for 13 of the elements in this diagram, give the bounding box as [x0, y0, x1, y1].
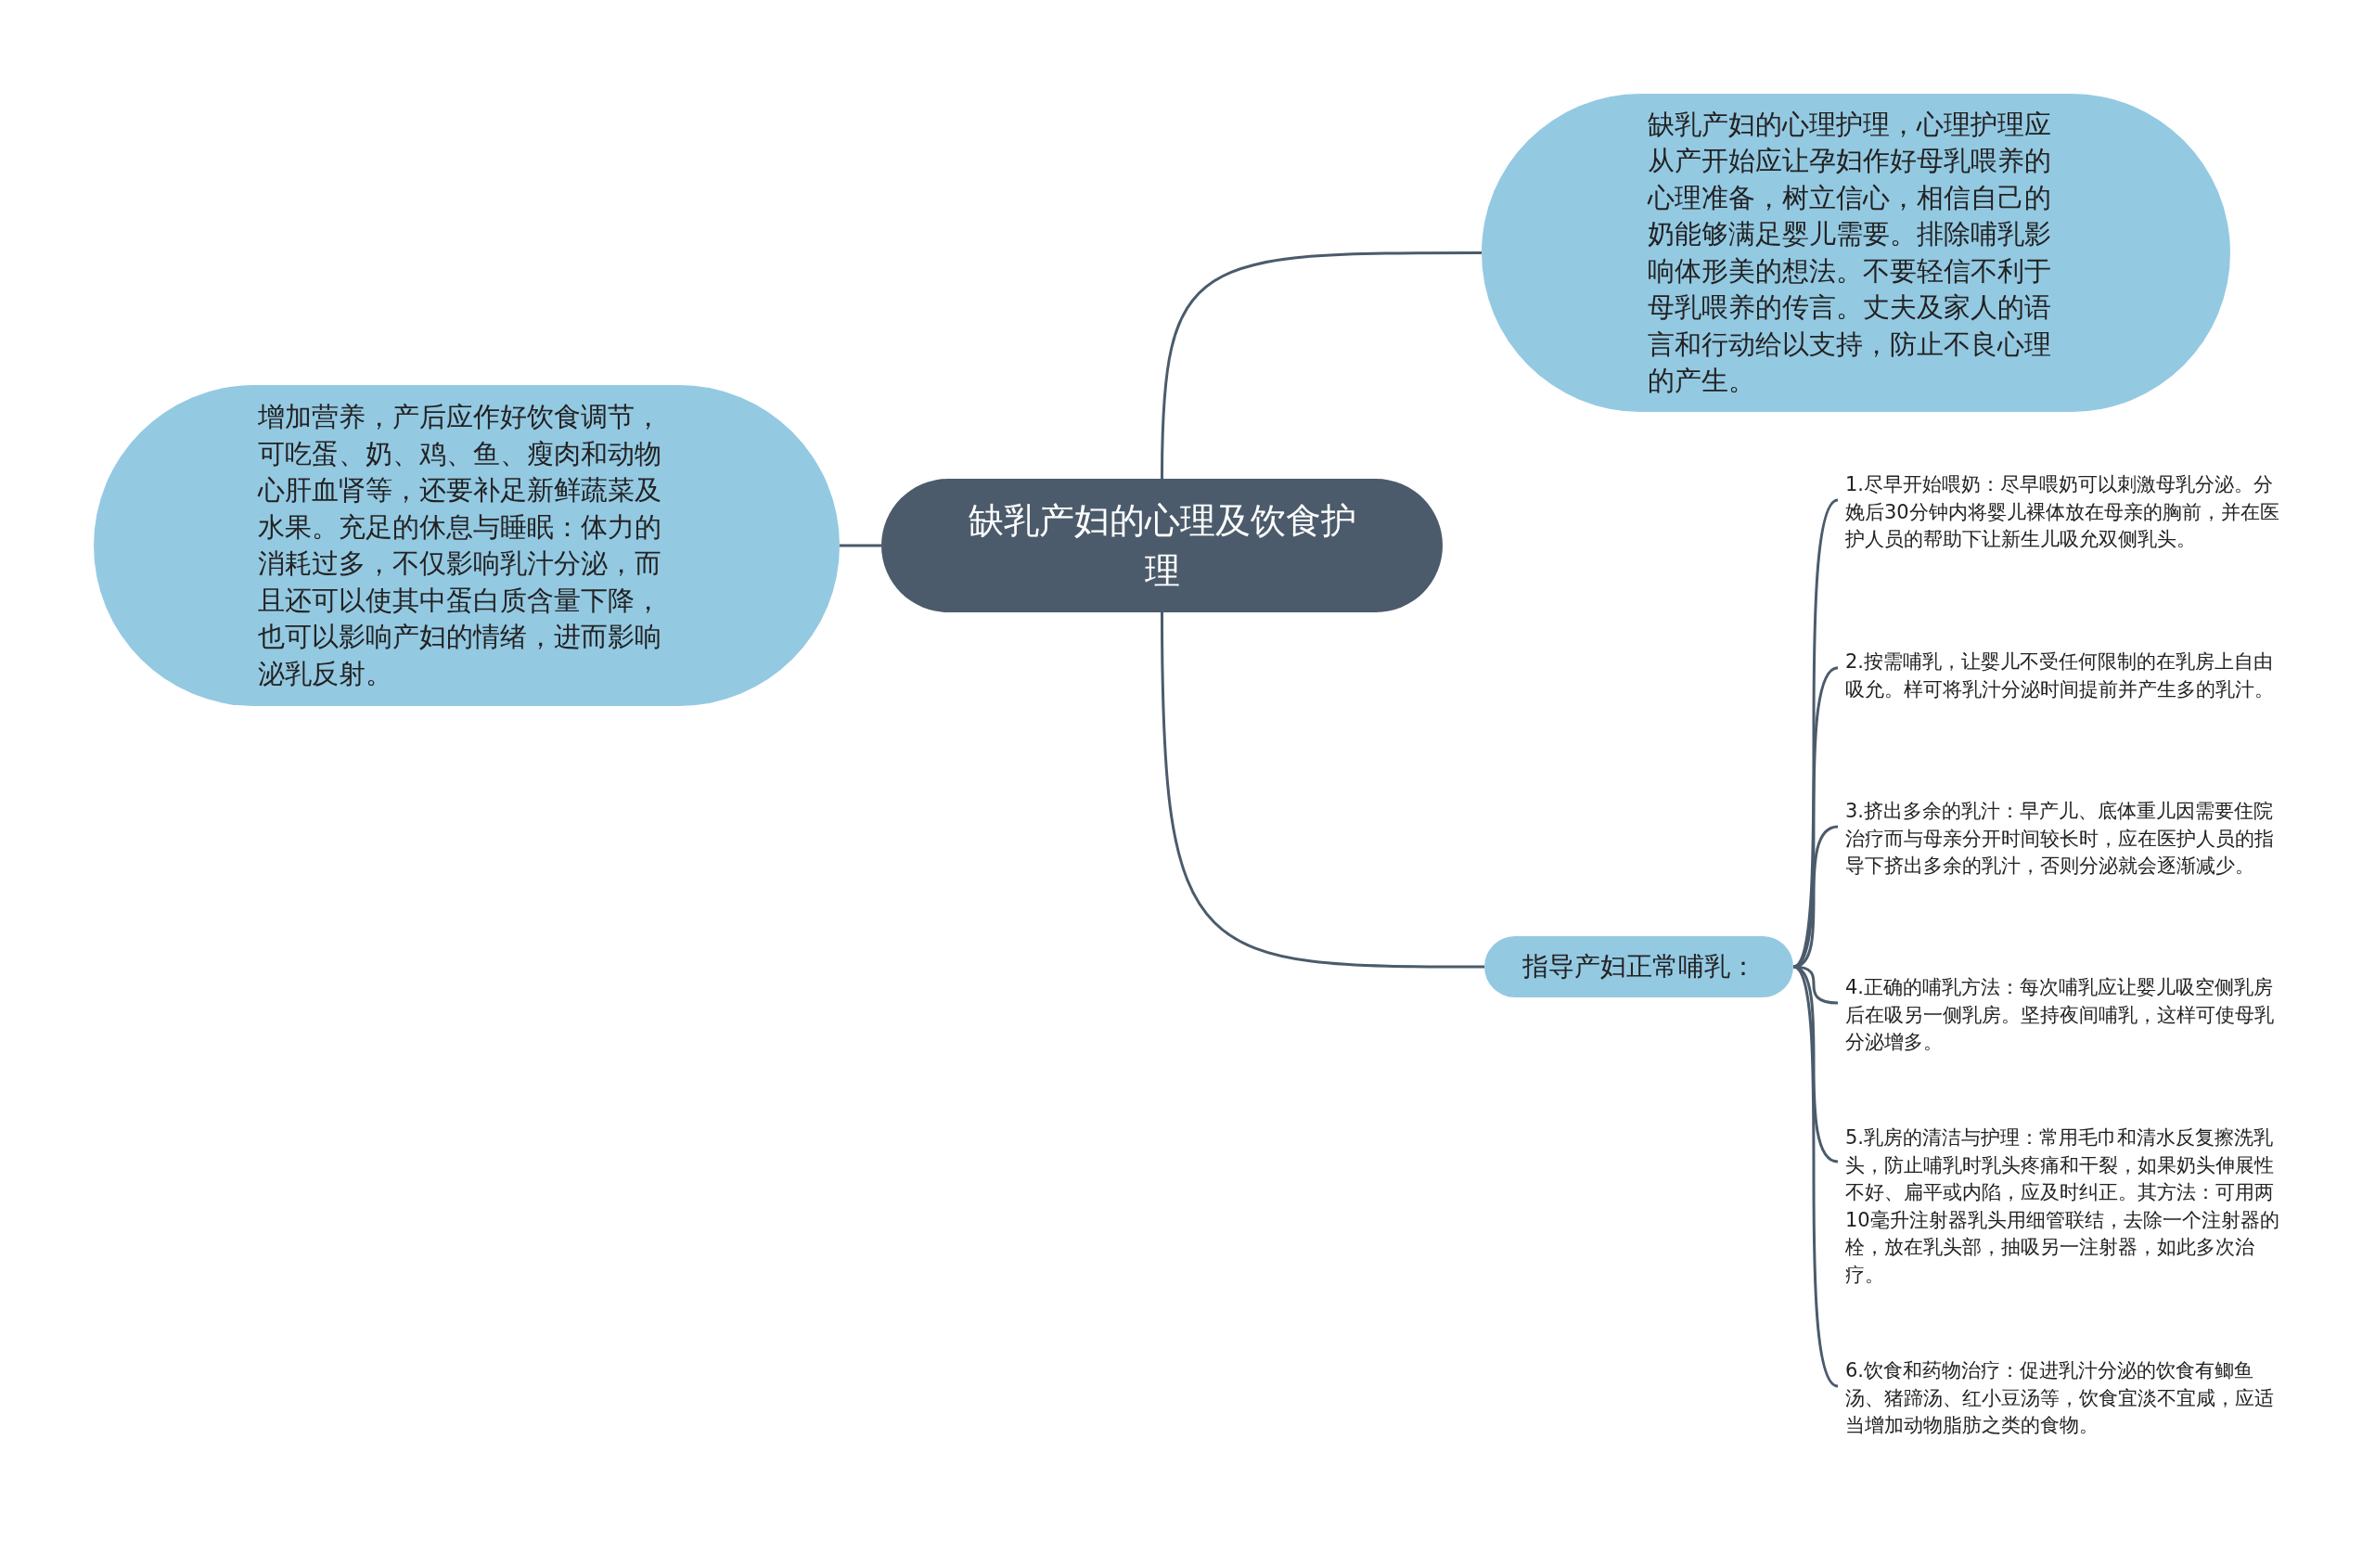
topic-text: 缺乳产妇的心理护理，心理护理应从产开始应让孕妇作好母乳喂养的心理准备，树立信心，相信自己的奶能够满足婴儿需要。排除哺乳影响体形美的想法。不要轻信不利于母乳喂养的传言。丈夫及家人的语言和行动给以支持，防止不良心理的产生。: [1647, 107, 2052, 398]
leaf-text: 2.按需哺乳，让婴儿不受任何限制的在乳房上自由吸允。样可将乳汁分泌时间提前并产生多的乳汁。: [1845, 649, 2286, 703]
leaf-text: 5.乳房的清洁与护理：常用毛巾和清水反复擦洗乳头，防止哺乳时乳头疼痛和干裂，如果奶头伸展性不好、扁平或内陷，应及时纠正。其方法：可用两10毫升注射器乳头用细管联结，去除一个注射器的栓，放在乳头部，抽吸另一注射器，如此多次治疗。: [1845, 1125, 2286, 1289]
topic-text: 缺乳产妇的心理及饮食护理: [967, 499, 1357, 593]
leaf-text: 3.挤出多余的乳汁：早产儿、底体重儿因需要住院治疗而与母亲分开时间较长时，应在医护人员的指导下挤出多余的乳汁，否则分泌就会逐渐减少。: [1845, 798, 2286, 880]
leaf-text: 6.饮食和药物治疗：促进乳汁分泌的饮食有鲫鱼汤、猪蹄汤、红小豆汤等，饮食宜淡不宜咸，应适当增加动物脂肪之类的食物。: [1845, 1357, 2286, 1440]
topic-text: 增加营养，产后应作好饮食调节，可吃蛋、奶、鸡、鱼、瘦肉和动物心肝血肾等，还要补足新鲜蔬菜及水果。充足的休息与睡眠：体力的消耗过多，不仅影响乳汁分泌，而且还可以使其中蛋白质含量下降，也可以影响产妇的情绪，进而影响泌乳反射。: [258, 400, 662, 691]
leaf-text: 1.尽早开始喂奶：尽早喂奶可以刺激母乳分泌。分娩后30分钟内将婴儿裸体放在母亲的胸前，并在医护人员的帮助下让新生儿吸允双侧乳头。: [1845, 471, 2286, 554]
connector-line: [840, 544, 881, 547]
connector-line: [1161, 251, 1482, 480]
connector-line: [1161, 612, 1484, 969]
topic-text: 指导产妇正常哺乳：: [1521, 950, 1756, 983]
leaf-text: 4.正确的哺乳方法：每次哺乳应让婴儿吸空侧乳房后在吸另一侧乳房。坚持夜间哺乳，这样可使母乳分泌增多。: [1845, 974, 2286, 1057]
